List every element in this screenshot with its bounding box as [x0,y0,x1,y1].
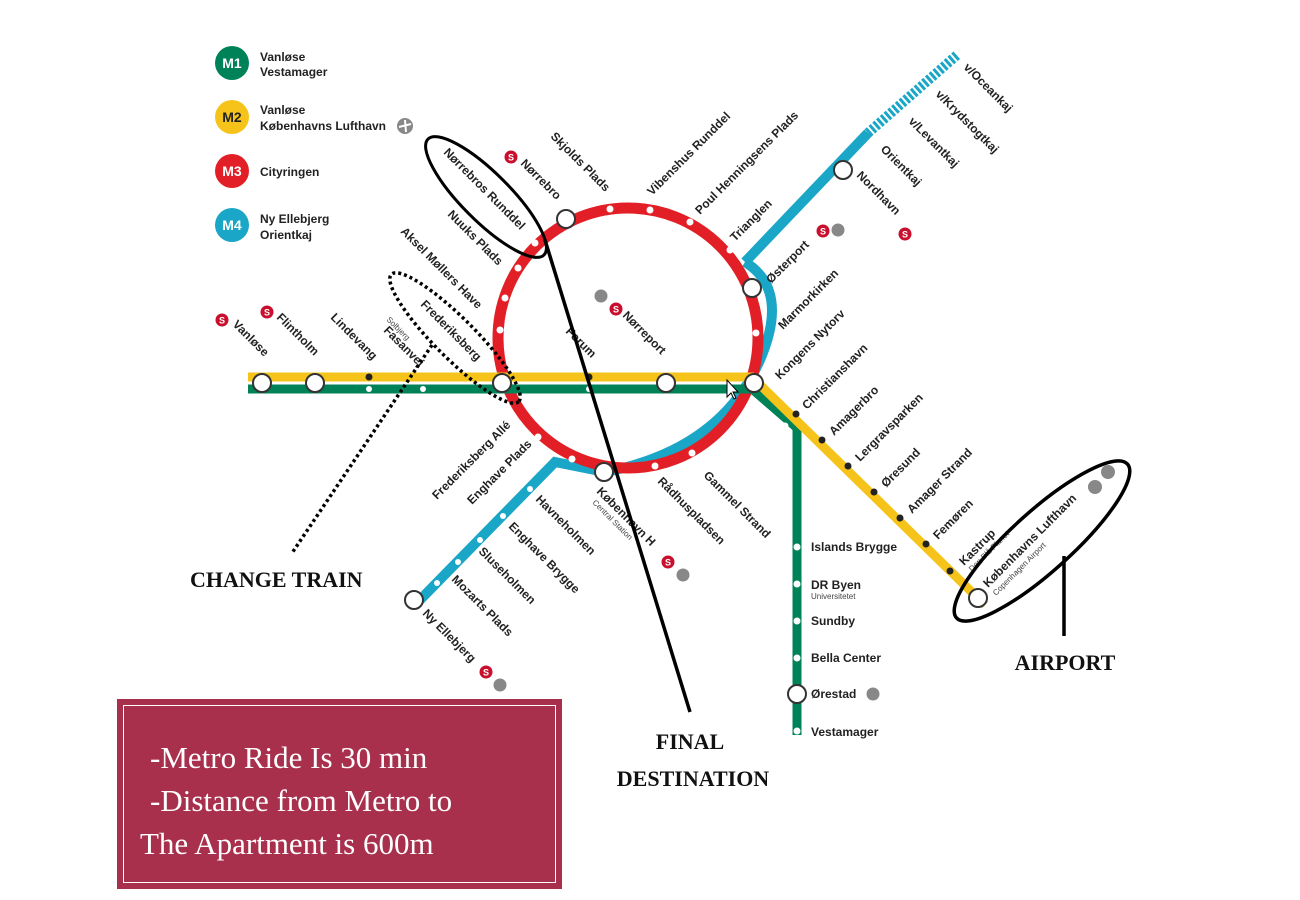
station-islands-brygge: Islands Brygge [811,540,897,554]
m3-badge-icon [215,154,249,188]
station-dr-byen: DR Byen [811,578,861,592]
svg-text:S: S [665,558,671,568]
station-amagerbro: Amagerbro [826,383,881,438]
m4-badge-label: M4 [222,217,242,233]
s-train-icon: S [661,555,675,569]
train-icon [866,687,880,701]
station-oceankaj: v/Oceankaj [961,60,1016,115]
train-icon [831,223,845,237]
m1-desc-2: Vestamager [260,65,328,79]
final-destination-label-1: FINAL [656,729,724,754]
m4-desc-2: Orientkaj [260,228,312,242]
station-ny-ellebjerg: Ny Ellebjerg [420,606,479,665]
station-norrebro: Nørrebro [518,156,564,202]
station-bella-center: Bella Center [811,651,881,665]
cursor-icon [726,378,740,400]
station-lindevang: Lindevang [328,310,380,362]
svg-text:S: S [820,227,826,237]
info-line-ride-time: -Metro Ride Is 30 min [150,740,428,775]
airplane-icon [1088,480,1102,494]
ring-dots [496,205,789,470]
m1-desc-1: Vanløse [260,50,306,64]
train-icon [676,568,690,582]
info-line-apartment: The Apartment is 600m [140,826,434,861]
regional-train-icons [493,223,1115,701]
s-train-icon: S [898,227,912,241]
s-train-icon: S [479,665,493,679]
m2-badge-icon [215,100,249,134]
svg-text:S: S [483,668,489,678]
change-train-oval [388,271,522,405]
station-vestamager: Vestamager [811,725,879,739]
info-box: -Metro Ride Is 30 min -Distance from Met… [117,699,562,889]
station-sundby: Sundby [811,614,855,628]
train-icon [594,289,608,303]
annotations: CHANGE TRAIN FINAL DESTINATION AIRPORT [190,135,1132,791]
final-destination-label-2: DESTINATION [617,766,770,791]
s-train-icon: S [504,150,518,164]
change-train-label: CHANGE TRAIN [190,567,363,592]
line-m3-ring [492,202,764,474]
legend: M1 Vanløse Vestamager M2 Vanløse Københa… [215,46,413,242]
m2-desc-1: Vanløse [260,103,306,117]
m2-desc-2: Københavns Lufthavn [260,119,386,133]
m1-badge-icon [215,46,249,80]
station-vanlose: Vanløse [230,317,272,359]
s-train-icon: S [215,313,229,327]
m2-badge-label: M2 [222,109,242,125]
station-norreport: Nørreport [620,308,669,357]
svg-text:S: S [508,153,514,163]
station-nordhavn: Nordhavn [854,168,904,218]
train-icon [493,678,507,692]
station-femoren: Femøren [930,496,976,542]
legend-m1: M1 Vanløse Vestamager [215,46,328,80]
s-train-icon: S [609,302,623,316]
svg-text:S: S [613,305,619,315]
info-line-distance: -Distance from Metro to [150,783,453,818]
train-icon [1101,465,1115,479]
svg-text:S: S [264,308,270,318]
station-orientkaj: Orientkaj [878,142,925,189]
svg-text:S: S [219,316,225,326]
m1-badge-label: M1 [222,55,242,71]
airport-label: AIRPORT [1015,650,1116,675]
station-oresund: Øresund [878,445,923,490]
line-dots [365,140,954,735]
legend-m2: M2 Vanløse Københavns Lufthavn [215,100,413,134]
legend-m3: M3 Cityringen [215,154,319,188]
station-orestad: Ørestad [811,687,856,701]
m3-desc-1: Cityringen [260,165,319,179]
airport-oval [952,459,1132,623]
info-box-inner: -Metro Ride Is 30 min -Distance from Met… [123,705,556,883]
s-train-icon: S [260,305,274,319]
s-train-badges: S S S S S S S S [215,150,912,679]
airplane-glyph [398,119,412,133]
station-osterport: Østerport [763,238,812,287]
station-dr-byen-sub: Universitetet [811,592,856,601]
station-flintholm: Flintholm [274,310,322,358]
final-destination-oval [424,135,548,259]
station-markers [252,160,988,704]
station-labels: Vanløse Flintholm Lindevang Fasanvej Sol… [230,60,1079,739]
final-destination-pointer [543,239,692,713]
s-train-icon: S [816,224,830,238]
station-levantkaj: v/Levantkaj [906,114,962,170]
svg-text:S: S [902,230,908,240]
m3-badge-label: M3 [222,163,242,179]
m4-desc-1: Ny Ellebjerg [260,212,329,226]
legend-m4: M4 Ny Ellebjerg Orientkaj [215,208,329,242]
m4-badge-icon [215,208,249,242]
